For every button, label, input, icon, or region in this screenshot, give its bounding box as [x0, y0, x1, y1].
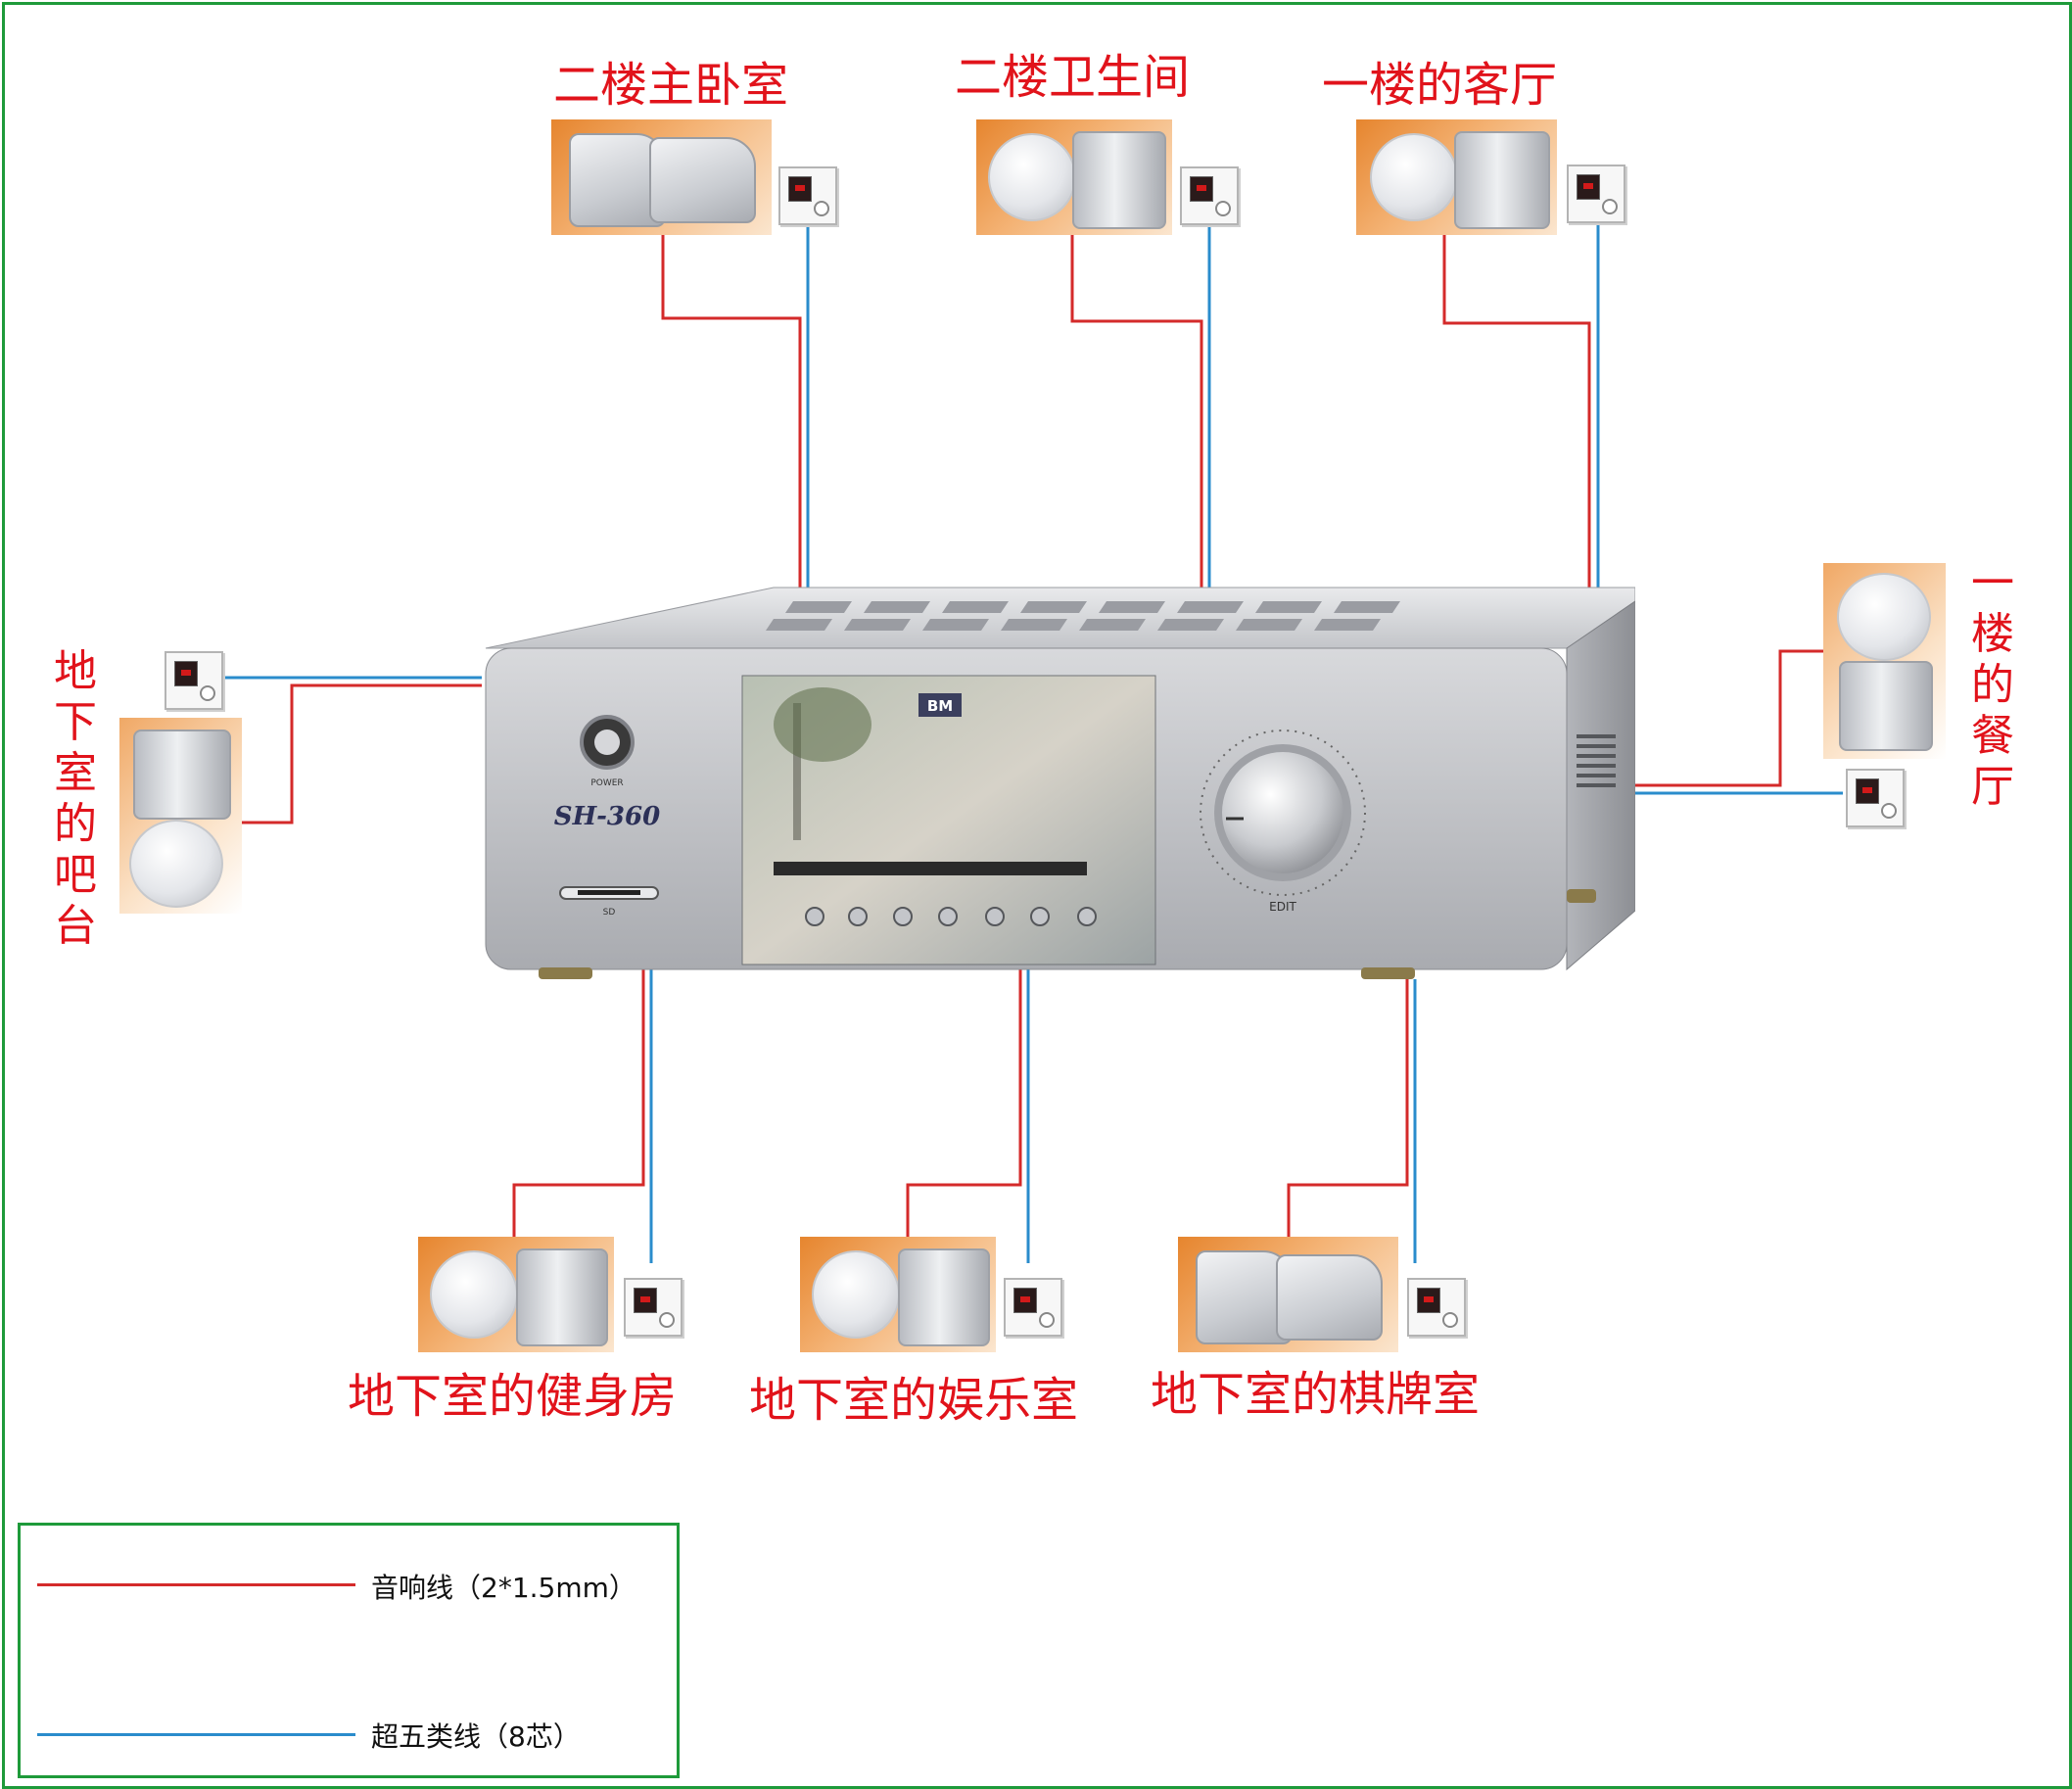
ceiling-speaker-icon: [1823, 563, 1946, 759]
legend-audio-wire-swatch: [37, 1583, 355, 1586]
room-label-right: 一楼的餐厅: [1971, 558, 2014, 812]
room-label-top-1: 二楼主卧室: [553, 58, 789, 113]
control-panel-icon: [1846, 769, 1905, 827]
room-label-top-3: 一楼的客厅: [1322, 58, 1558, 113]
wall-box-speaker-icon: [551, 119, 772, 235]
edit-label: EDIT: [1269, 900, 1296, 914]
audio-wire-bottom-3: [1287, 979, 1409, 1239]
room-label-bottom-2: 地下室的娱乐室: [749, 1373, 1079, 1428]
control-panel-icon: [624, 1278, 683, 1337]
legend: 音响线（2*1.5mm） 超五类线（8芯）: [18, 1523, 680, 1778]
legend-cat5e-wire-swatch: [37, 1733, 355, 1736]
audio-wire-left: [231, 683, 482, 824]
audio-wire-bottom-1: [512, 955, 645, 1239]
room-label-top-2: 二楼卫生间: [955, 50, 1191, 105]
ceiling-speaker-icon: [976, 119, 1172, 235]
audio-wire-bottom-2: [906, 965, 1022, 1239]
audio-wire-top-1: [661, 235, 802, 588]
ceiling-speaker-icon: [1356, 119, 1557, 235]
room-label-left: 地下室的吧台: [54, 646, 97, 951]
control-panel-icon: [1567, 165, 1625, 223]
ceiling-speaker-icon: [418, 1237, 614, 1352]
amplifier-unit: BM POWER SH-360 SD EDIT: [485, 587, 1635, 979]
control-panel-icon: [1180, 166, 1239, 225]
control-panel-icon: [165, 651, 223, 710]
audio-wire-right: [1635, 649, 1827, 787]
ceiling-speaker-icon: [800, 1237, 996, 1352]
room-label-bottom-1: 地下室的健身房: [348, 1369, 678, 1424]
sd-label: SD: [603, 908, 616, 918]
power-label: POWER: [590, 778, 623, 788]
legend-audio-wire-label: 音响线（2*1.5mm）: [371, 1572, 636, 1604]
audio-wire-top-2: [1070, 235, 1203, 588]
amplifier-logo: BM: [927, 697, 953, 715]
room-label-bottom-3: 地下室的棋牌室: [1151, 1367, 1481, 1422]
control-panel-icon: [1407, 1278, 1466, 1337]
legend-cat5e-wire-label: 超五类线（8芯）: [371, 1720, 581, 1753]
amplifier-model: SH-360: [554, 802, 660, 831]
ceiling-speaker-icon: [119, 718, 242, 914]
wall-box-speaker-icon: [1178, 1237, 1398, 1352]
control-panel-icon: [1004, 1278, 1062, 1337]
control-panel-icon: [778, 166, 837, 225]
audio-wire-top-3: [1442, 235, 1591, 588]
